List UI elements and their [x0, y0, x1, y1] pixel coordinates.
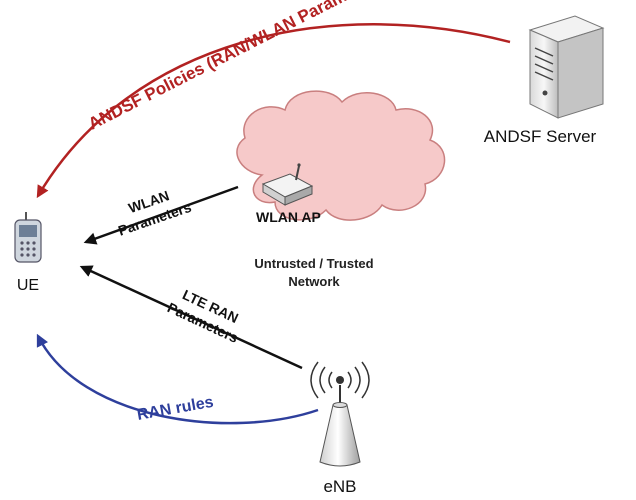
server-tower-icon — [528, 15, 605, 119]
lte-ran-parameters-arrow — [79, 265, 303, 370]
enb-label: eNB — [323, 477, 356, 496]
andsf-policy-arrow — [36, 23, 511, 199]
network-cloud — [236, 90, 446, 221]
network-label-line2: Network — [288, 274, 340, 289]
wireless-router-icon — [261, 163, 314, 206]
ue-label: UE — [17, 277, 39, 294]
network-label-line1: Untrusted / Trusted — [254, 256, 373, 271]
cell-tower-icon — [310, 361, 370, 467]
andsf-server-label: ANDSF Server — [484, 127, 597, 146]
ran-rules-arrow — [36, 333, 319, 425]
wlan-ap-label: WLAN AP — [256, 209, 321, 225]
mobile-phone-icon — [14, 212, 42, 263]
wlan-parameters-arrow — [83, 185, 239, 245]
